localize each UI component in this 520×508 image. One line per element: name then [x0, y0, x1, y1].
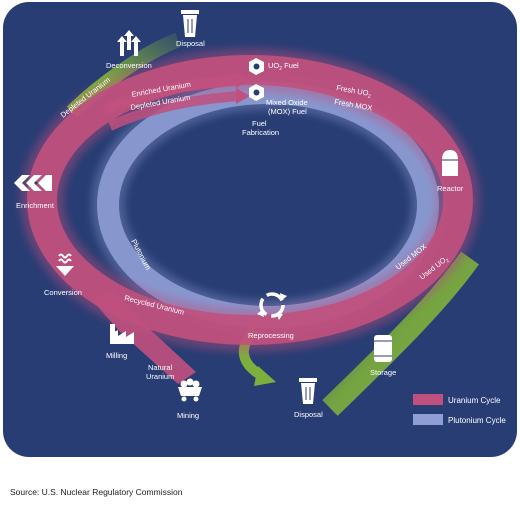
stage-milling: Milling [106, 324, 134, 360]
up-arrows-icon [117, 30, 141, 56]
mining-feed-band [92, 290, 196, 384]
legend: Uranium Cycle Plutonium Cycle [413, 394, 506, 425]
stage-uo2-fuel: UO2 Fuel [249, 58, 299, 75]
label-storage: Storage [370, 368, 396, 377]
depleted-uranium-inner-band [107, 91, 239, 131]
legend-swatch-plutonium [413, 414, 443, 425]
disposal-bin-icon [181, 10, 199, 37]
stage-reprocessing: Reprocessing [248, 292, 294, 340]
stage-conversion: Conversion [44, 253, 82, 297]
storage-cask-icon [374, 335, 392, 362]
legend-swatch-uranium [413, 394, 443, 405]
nuclear-fuel-cycle-diagram: Depleted Uranium Enriched Uranium Deplet… [3, 2, 517, 457]
used-fuel-to-storage-stream [322, 251, 479, 416]
label-mining: Mining [177, 411, 199, 420]
label-deconversion: Deconversion [106, 61, 152, 70]
stage-fuel-fabrication: Fuel Fabrication [242, 119, 279, 137]
label-fuel-fabrication-line2: Fabrication [242, 128, 279, 137]
source-caption: Source: U.S. Nuclear Regulatory Commissi… [10, 487, 183, 497]
disposal-bin-icon-bottom [299, 378, 317, 404]
stage-disposal-bottom: Disposal [294, 378, 323, 419]
label-reactor: Reactor [437, 184, 464, 193]
legend-label-uranium: Uranium Cycle [448, 396, 501, 405]
stage-reactor: Reactor [437, 150, 464, 193]
enriched-uranium-arrowhead [236, 72, 250, 88]
stage-disposal-top: Disposal [176, 10, 205, 48]
reactor-icon [442, 150, 458, 176]
stage-mox-fuel: Mixed Oxide (MOX) Fuel [249, 84, 308, 116]
legend-label-plutonium: Plutonium Cycle [448, 416, 506, 425]
label-milling: Milling [106, 351, 127, 360]
disposal-arrowhead [254, 366, 276, 386]
factory-icon [110, 324, 134, 344]
enriched-uranium-band [102, 74, 239, 116]
label-disposal-top: Disposal [176, 39, 205, 48]
label-disposal-bottom: Disposal [294, 410, 323, 419]
label-enrichment: Enrichment [16, 201, 55, 210]
label-mox-line2: (MOX) Fuel [268, 107, 307, 116]
stage-storage: Storage [370, 335, 396, 377]
enrichment-arrows-icon [14, 175, 52, 191]
mine-cart-icon [178, 378, 202, 402]
depleted-uranium-arrowhead [236, 88, 250, 104]
recycle-icon [257, 292, 287, 320]
label-fuel-fabrication-line1: Fuel [252, 119, 267, 128]
label-conversion: Conversion [44, 288, 82, 297]
down-arrow-icon [56, 253, 74, 276]
label-reprocessing: Reprocessing [248, 331, 294, 340]
label-mox-line1: Mixed Oxide [266, 98, 308, 107]
flow-natural-uranium-line2: Uranium [146, 372, 174, 381]
label-uo2-fuel: UO2 Fuel [268, 61, 299, 72]
stage-deconversion: Deconversion [106, 30, 152, 70]
stage-enrichment: Enrichment [14, 175, 55, 210]
stage-mining: Mining [177, 378, 202, 420]
flow-natural-uranium-line1: Natural [148, 363, 173, 372]
